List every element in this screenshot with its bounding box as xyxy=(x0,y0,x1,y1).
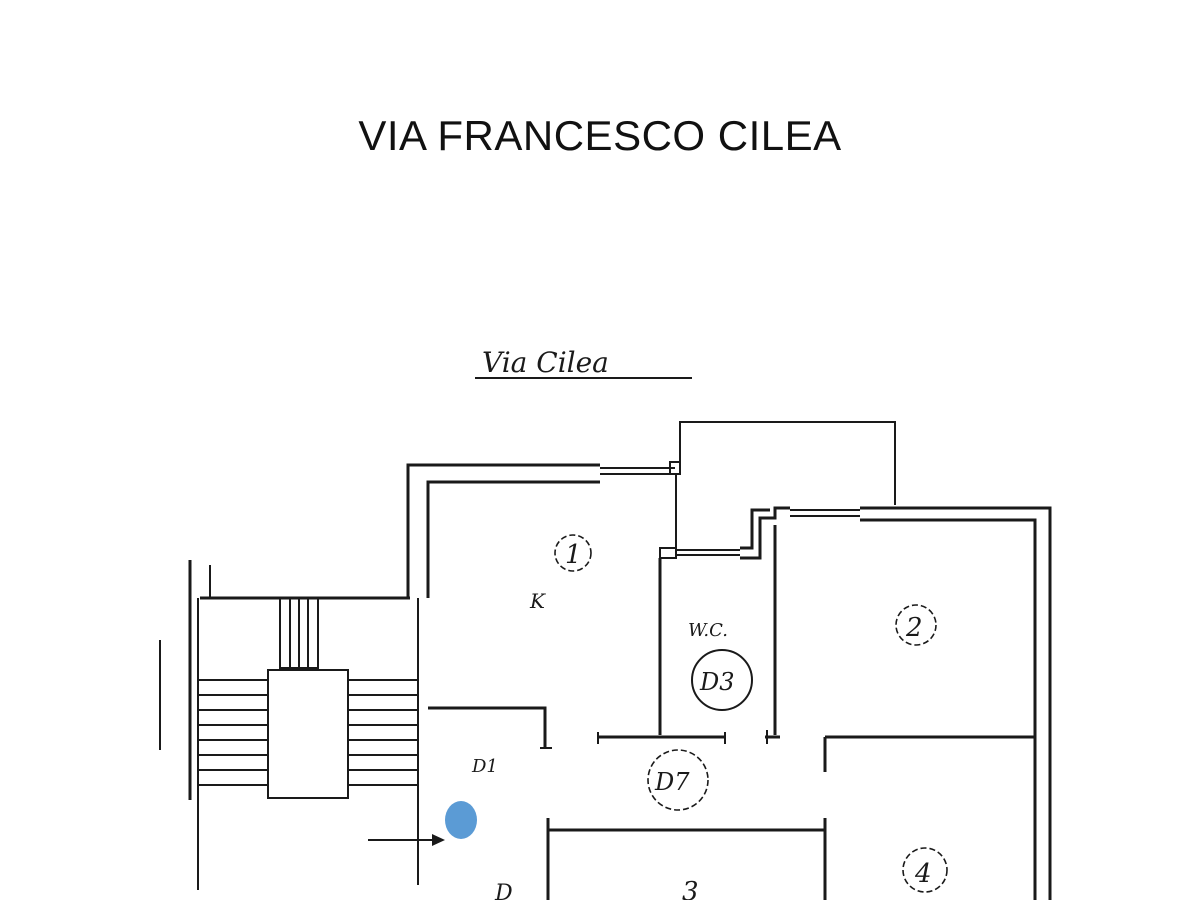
wc-label: W.C. xyxy=(688,620,728,641)
street-label: Via Cilea xyxy=(482,346,609,379)
location-marker xyxy=(445,801,477,839)
room-4-number: 4 xyxy=(914,859,932,889)
d1-label: D1 xyxy=(471,756,498,777)
slide-title: VIA FRANCESCO CILEA xyxy=(358,112,842,159)
room-3-number: 3 xyxy=(682,877,699,900)
d-label: D xyxy=(494,881,513,900)
room-2-number: 2 xyxy=(905,613,923,643)
walls xyxy=(159,421,1052,900)
entrance-arrow xyxy=(368,834,445,846)
stair-steps xyxy=(198,679,418,786)
room-1-number: 1 xyxy=(565,540,582,570)
street-label-group: Via Cilea xyxy=(475,346,692,379)
d7-label: D7 xyxy=(654,768,690,796)
room-1-type: K xyxy=(529,589,546,613)
room-labels: 1 K W.C. D3 2 D1 D7 3 4 D xyxy=(471,534,948,900)
wc-number: D3 xyxy=(699,668,735,696)
